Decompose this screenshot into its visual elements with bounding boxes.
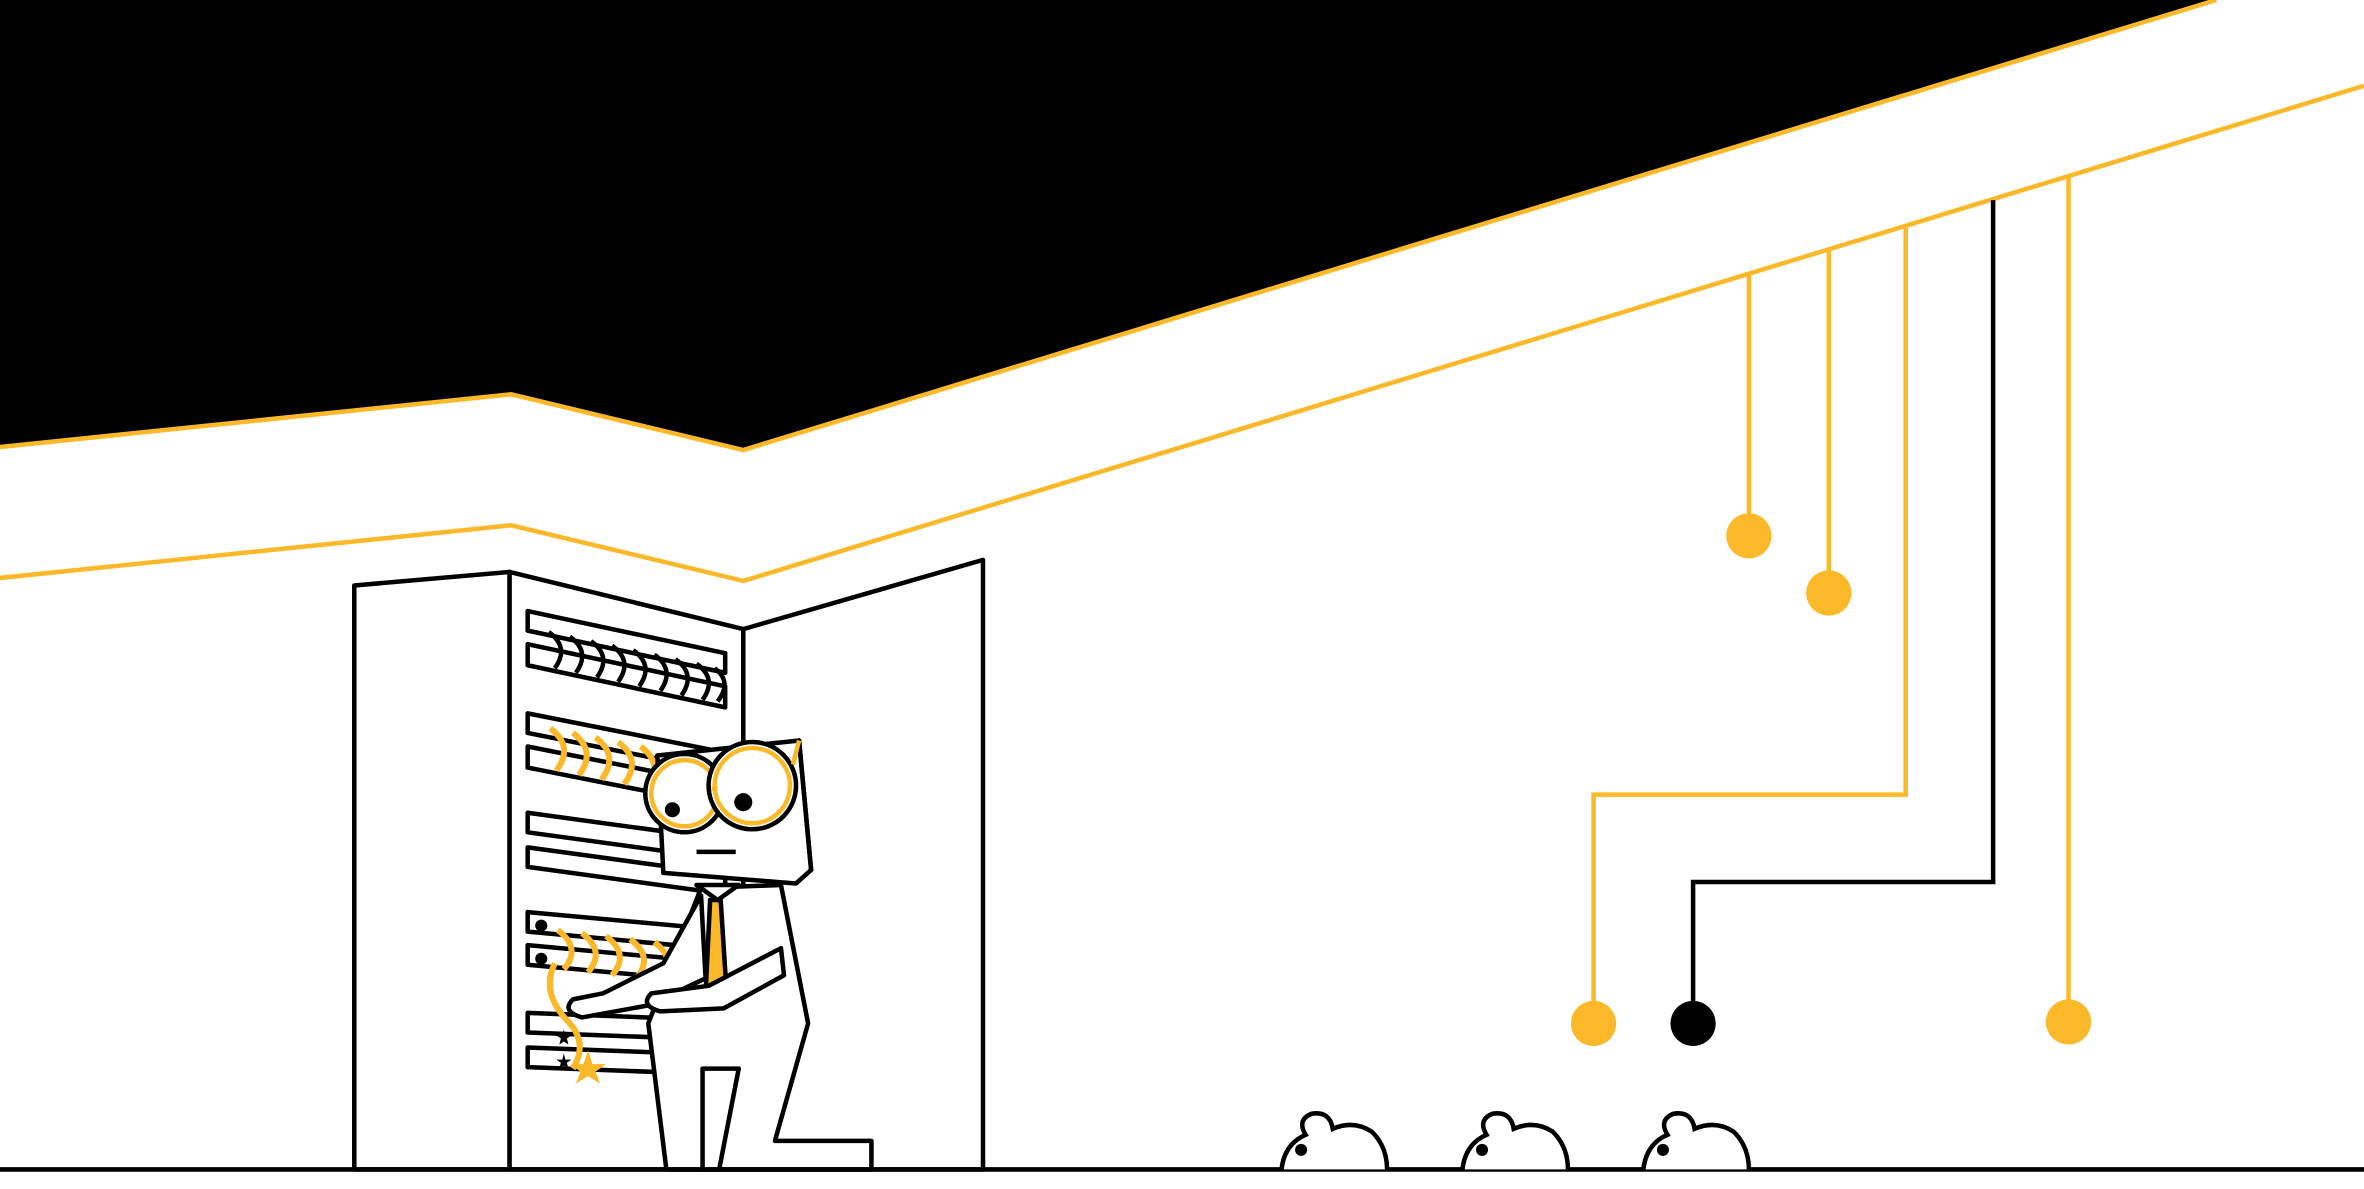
rack-cables-black: [547, 630, 727, 703]
ceiling-line: [0, 83, 2364, 584]
hanging-cables: [1591, 177, 2071, 1024]
sparkles: [556, 1029, 607, 1084]
rack-cables-yellow: [546, 726, 671, 1071]
mouse-3: [1641, 1111, 1752, 1170]
mice: [1279, 1111, 1752, 1170]
rack-leds: [535, 919, 548, 965]
ceiling-edge-line: [0, 0, 2217, 453]
technician-character: [566, 738, 874, 1172]
cable-ends: [1570, 513, 2092, 1047]
mouse-1: [1279, 1111, 1390, 1170]
ceiling-shape: [0, 0, 2217, 451]
mouse-2: [1460, 1111, 1571, 1170]
